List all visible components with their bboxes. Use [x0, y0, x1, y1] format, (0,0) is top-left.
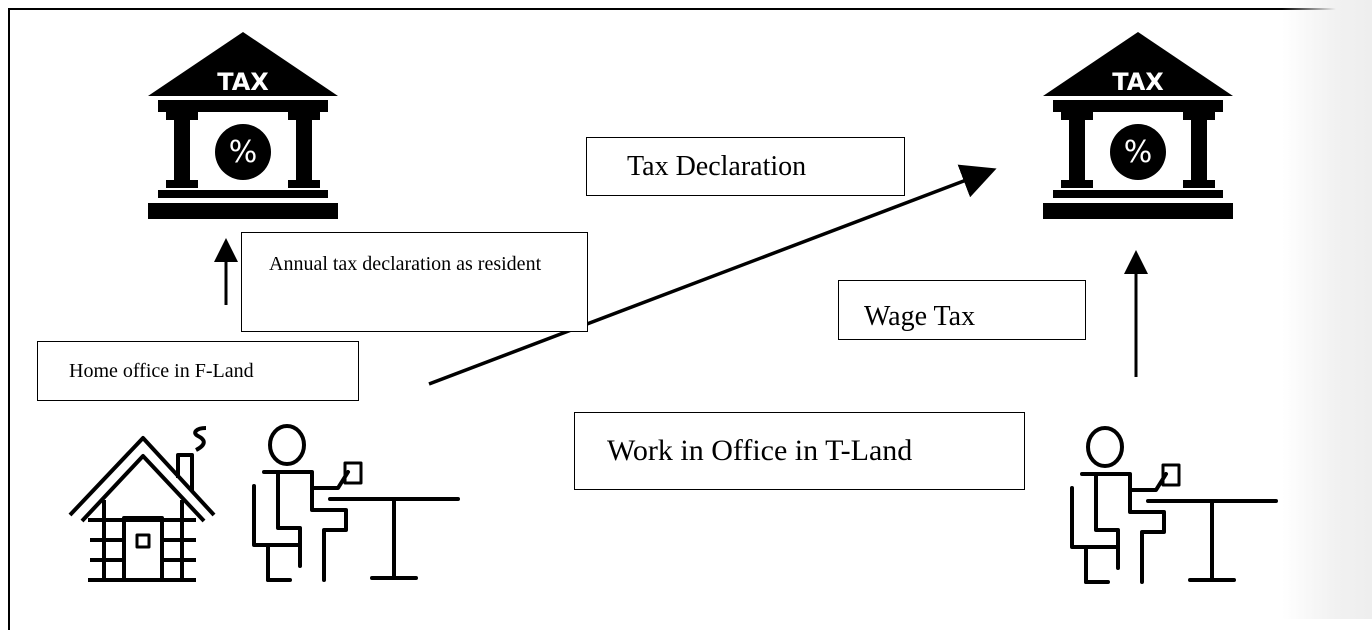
percent-sign-right: % — [1124, 135, 1153, 170]
work-office-label: Work in Office in T-Land — [574, 412, 1025, 490]
tax-sign-right: TAX — [1112, 68, 1164, 96]
tax-building-left-icon: TAX % — [148, 32, 338, 219]
arrow-tax-declaration — [428, 164, 997, 386]
house-icon — [68, 426, 216, 582]
tax-building-right-icon: TAX % — [1043, 32, 1233, 219]
tax-declaration-label: Tax Declaration — [586, 137, 905, 196]
office-worker-left-icon — [252, 424, 460, 582]
percent-sign-left: % — [229, 135, 258, 170]
diagram-frame — [8, 8, 1372, 630]
tax-sign-left: TAX — [217, 68, 269, 96]
office-worker-right-icon — [1070, 426, 1278, 584]
annual-declaration-label: Annual tax declaration as resident — [241, 232, 588, 332]
home-office-label: Home office in F-Land — [37, 341, 359, 401]
wage-tax-label: Wage Tax — [838, 280, 1086, 340]
right-edge-fade — [1282, 0, 1372, 619]
